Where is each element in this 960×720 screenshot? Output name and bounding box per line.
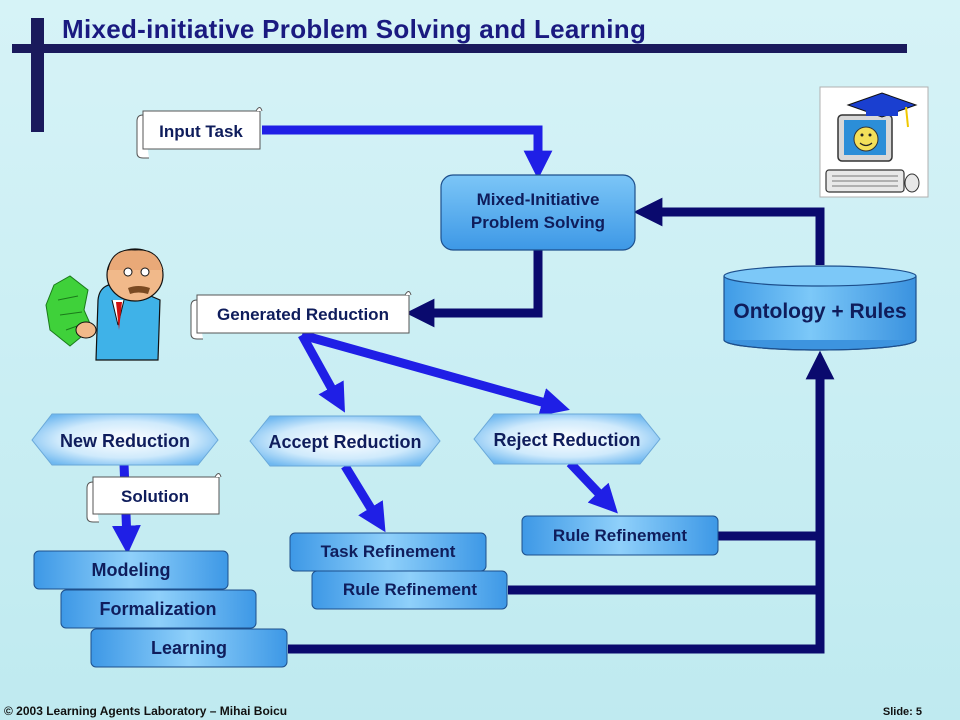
ontology-rules-label: Ontology + Rules <box>733 300 906 323</box>
reject-reduction-hexagon: Reject Reduction <box>473 413 661 465</box>
arrow-reject-to-rule-refinement <box>566 459 618 514</box>
modeling-box: Modeling <box>33 550 229 590</box>
solution-scroll: Solution <box>86 473 222 523</box>
mixed-initiative-box: Mixed-Initiative Problem Solving <box>440 174 636 251</box>
title-bar-vertical <box>31 18 44 132</box>
formalization-box: Formalization <box>60 589 257 629</box>
arrow-generated-to-reject <box>300 330 570 416</box>
modeling-label: Modeling <box>92 560 171 580</box>
footer-copyright: © 2003 Learning Agents Laboratory – Miha… <box>4 704 288 718</box>
new-reduction-label: New Reduction <box>60 431 190 451</box>
solution-label: Solution <box>121 487 189 506</box>
mixed-initiative-line1: Mixed-Initiative <box>477 190 600 209</box>
input-task-scroll: Input Task <box>136 107 263 159</box>
arrow-input-to-solving <box>262 125 553 180</box>
arrow-generated-to-accept <box>298 332 345 413</box>
arrow-solving-to-generated <box>405 250 543 328</box>
learning-box: Learning <box>90 628 288 668</box>
rule-refinement-accept-label: Rule Refinement <box>343 580 477 599</box>
title-bar-horizontal <box>12 44 907 53</box>
man-with-money-icon <box>45 248 164 361</box>
accept-reduction-hexagon: Accept Reduction <box>249 415 441 467</box>
rule-refinement-accept-box: Rule Refinement <box>311 570 508 610</box>
slide-title: Mixed-initiative Problem Solving and Lea… <box>62 14 647 44</box>
generated-reduction-scroll: Generated Reduction <box>190 291 412 340</box>
ontology-rules-cylinder: Ontology + Rules <box>723 265 917 351</box>
rule-refinement-reject-label: Rule Refinement <box>553 526 687 545</box>
rule-refinement-reject-box: Rule Refinement <box>521 515 719 556</box>
computer-graduate-icon <box>819 86 929 198</box>
reject-reduction-label: Reject Reduction <box>493 430 640 450</box>
arrow-accept-to-task-refinement <box>341 463 386 533</box>
accept-reduction-label: Accept Reduction <box>268 432 421 452</box>
generated-reduction-label: Generated Reduction <box>217 305 389 324</box>
input-task-label: Input Task <box>159 122 243 141</box>
task-refinement-label: Task Refinement <box>321 542 456 561</box>
new-reduction-hexagon: New Reduction <box>31 413 219 466</box>
task-refinement-box: Task Refinement <box>289 532 487 572</box>
arrow-learning-to-ontology <box>288 350 835 654</box>
learning-label: Learning <box>151 638 227 658</box>
slide-number: Slide: 5 <box>882 706 922 718</box>
mixed-initiative-line2: Problem Solving <box>471 213 605 232</box>
arrow-ontology-to-solving <box>633 197 825 265</box>
formalization-label: Formalization <box>99 599 216 619</box>
